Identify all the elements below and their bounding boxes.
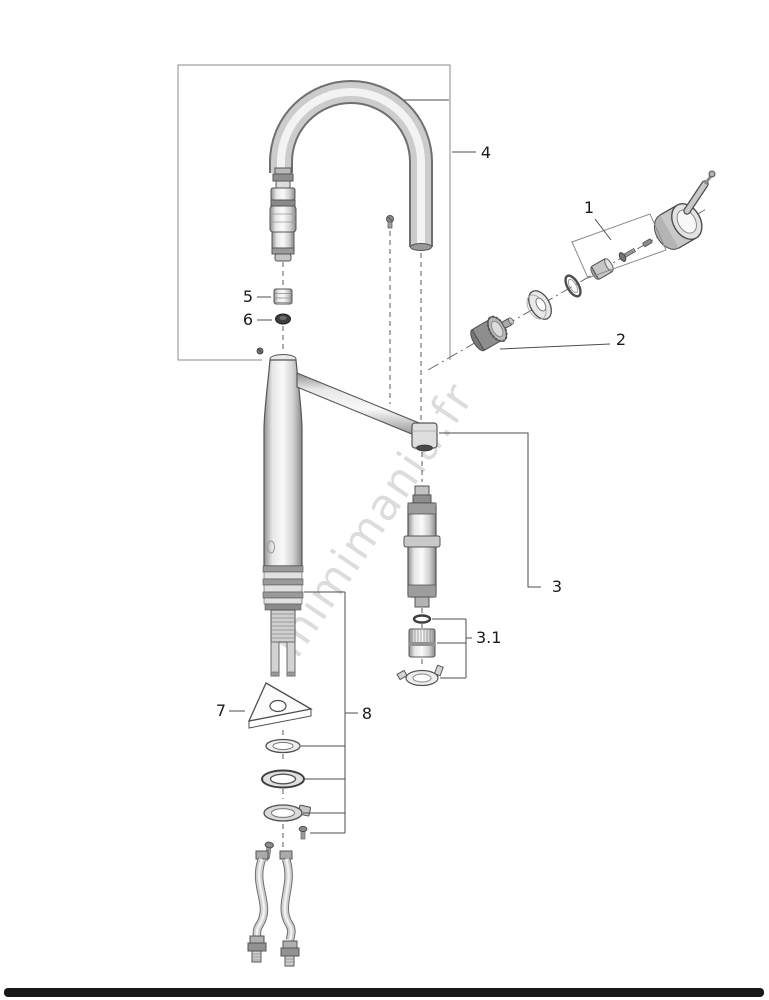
spout-arm [296,372,425,440]
part-label-5: 5 [243,287,253,306]
part-5-bushing [273,288,293,305]
washer-small [265,738,301,754]
aerator-key-clip [396,664,444,687]
handle-assembly: 1 2 [427,170,716,371]
retaining-ring [564,274,582,298]
escutcheon-cap [526,290,552,320]
part-label-3: 3 [552,577,562,596]
handle-screw [618,247,637,262]
aerator-insert [408,628,436,658]
faucet-body-assembly [256,215,438,677]
bracket-label-8 [301,591,358,834]
supply-hoses [247,850,300,967]
hose-left [247,857,269,963]
inlet-pipe-left [270,641,280,677]
leader-label-1 [594,218,612,241]
handle-adapter [590,258,614,280]
arm-screw [386,215,394,229]
spray-head [269,167,297,262]
mounting-clamp [263,804,312,840]
page-edge-bar [4,988,764,997]
set-screw [256,347,264,355]
gooseneck-spout [269,80,433,251]
bracket-label-3-1 [432,618,472,679]
spout-outlet [410,243,432,251]
part-label-4: 4 [481,143,491,162]
clamp-screw [298,825,308,840]
hose-valve-assembly: 3 3.1 [396,432,562,687]
cartridge [470,315,514,352]
mounting-assembly: 7 [216,591,372,862]
body-column [263,359,303,567]
callout-box-1 [571,213,667,279]
hose-top-left [255,850,269,860]
leader-label-2 [499,343,611,350]
part-label-1: 1 [584,198,594,217]
part-label-2: 2 [616,330,626,349]
lever-handle [653,170,716,250]
part-6-oring [275,313,291,325]
spout-assembly: 4 5 [177,64,491,361]
part-label-3-1: 3.1 [476,628,501,647]
part-label-6: 6 [243,310,253,329]
handle-pin [642,238,653,247]
brand-badge [267,540,275,554]
threaded-shank [270,609,296,677]
hose-weight-body [403,485,441,608]
hose-right [280,857,300,967]
arm-end-housing [411,422,438,452]
hose-top-right [279,850,293,860]
body-groove-rings [262,565,304,611]
mounting-triangle-bracket [247,682,313,729]
callout-box-4 [177,64,451,361]
washer-large [261,769,305,789]
part-label-8: 8 [362,704,372,723]
bracket-label-3 [439,432,541,588]
inlet-pipe-right [286,641,296,677]
aerator-oring [412,614,432,624]
part-label-7: 7 [216,701,226,720]
